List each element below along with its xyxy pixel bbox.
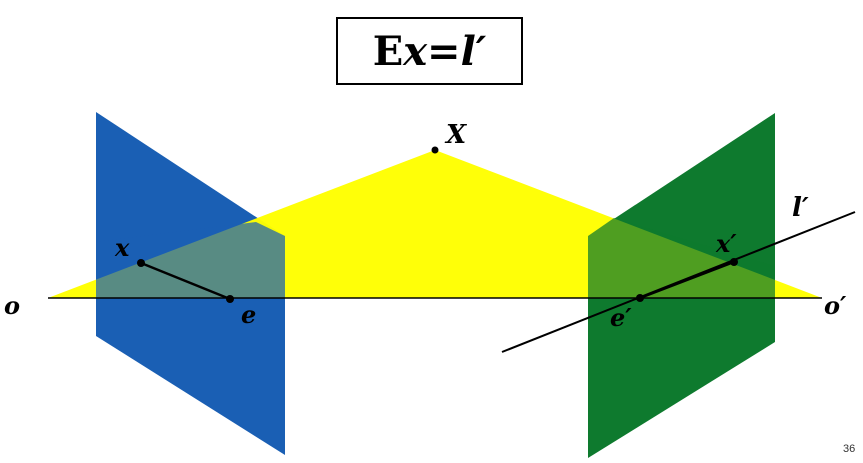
point-X [431, 146, 439, 154]
segment-x-e [140, 261, 231, 301]
label-e: e [241, 300, 256, 329]
point-e-prime [636, 294, 644, 302]
label-o-prime: o′ [824, 291, 847, 320]
point-x [137, 259, 145, 267]
label-x-prime: x′ [715, 229, 737, 258]
label-X: X [444, 120, 468, 150]
label-e-prime: e′ [610, 303, 632, 332]
equation-l-prime: l′ [460, 27, 487, 75]
equation-E: E [372, 27, 404, 75]
equation-equals: = [427, 27, 461, 75]
label-l-prime: l′ [792, 193, 809, 223]
point-x-prime [730, 258, 738, 266]
segment-e-prime-x-prime [639, 260, 735, 300]
page-number: 36 [843, 443, 855, 455]
right-plane-overlap [588, 218, 775, 298]
label-o: o [4, 291, 20, 320]
label-x: x [114, 233, 130, 262]
left-plane-overlap [96, 222, 285, 298]
equation-x: x [403, 27, 428, 75]
point-e [226, 295, 234, 303]
